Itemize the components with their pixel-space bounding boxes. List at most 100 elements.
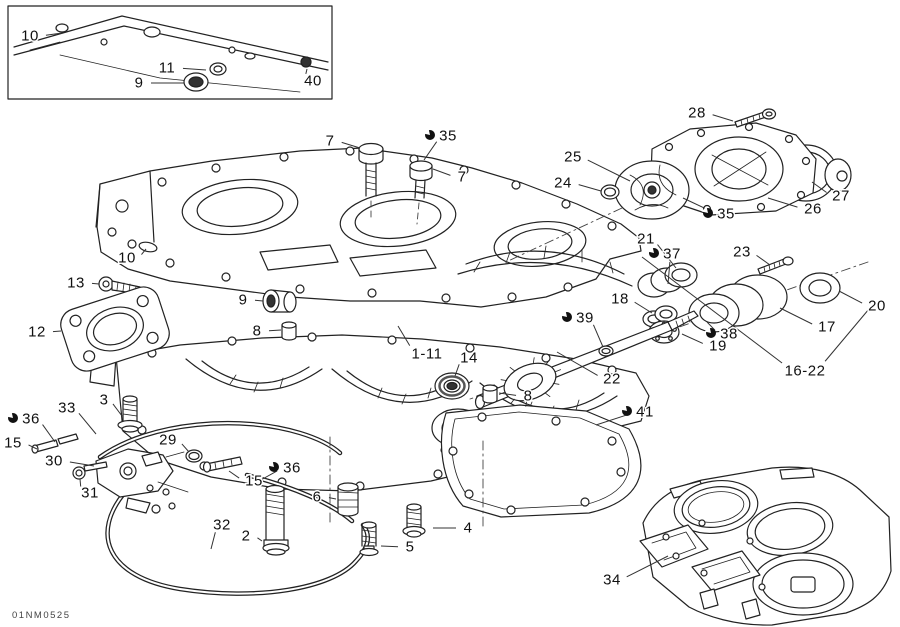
fasteners (117, 142, 484, 557)
leader-line (258, 470, 278, 482)
seal-rings-21-part (637, 262, 698, 298)
callout-28: 28 (688, 105, 706, 122)
leader-line (641, 256, 783, 364)
leader-line (78, 413, 97, 435)
leader-line (657, 244, 677, 269)
callout-7: 7 (326, 133, 335, 150)
fitting-15a-part (31, 433, 79, 454)
leader-line (556, 351, 598, 376)
leader-line (141, 248, 147, 255)
pump-shaft-assembly (434, 207, 869, 410)
bearing-20-part (799, 272, 841, 304)
water-pump-assembly (600, 108, 852, 220)
callout-21: 21 (637, 231, 655, 248)
callout-15: 15 (245, 473, 263, 490)
callout-23: 23 (733, 244, 751, 261)
callout-27: 27 (832, 188, 850, 205)
leader-line (42, 424, 56, 443)
note-bullet-notch (6, 411, 13, 418)
callout-33: 33 (58, 400, 76, 417)
callout-19: 19 (709, 338, 727, 355)
callout-12: 12 (28, 324, 46, 341)
leader-line (228, 470, 240, 479)
leader-line (454, 364, 460, 377)
bolt-7b-part (409, 160, 433, 225)
inset-screw-part (300, 56, 312, 68)
screw-23-part (757, 256, 794, 275)
leader-line (578, 184, 602, 192)
callout-35-note: 35 (439, 128, 457, 145)
impeller-part (614, 160, 690, 220)
callout-9: 9 (135, 75, 144, 92)
callout-18: 18 (611, 291, 629, 308)
inset-detail-box (7, 5, 333, 100)
callout-16-22: 16-22 (785, 363, 826, 380)
sleeve-6-part (337, 482, 359, 517)
bolt-7a-part (358, 142, 384, 221)
callout-1-11: 1-11 (412, 346, 443, 363)
engine-bottom-view (639, 466, 892, 626)
banjo-bolt-31-part (72, 461, 108, 480)
leader-line (587, 159, 631, 182)
note-bullet-notch (620, 404, 627, 411)
callout-24: 24 (554, 175, 572, 192)
bearing-14-part (434, 372, 470, 400)
callout-14: 14 (460, 350, 478, 367)
callout-35-note: 35 (717, 206, 735, 223)
crankcase-gasket (440, 404, 642, 518)
callout-36-note: 36 (283, 460, 301, 477)
bolt-5-part (359, 521, 379, 557)
callout-40: 40 (304, 73, 322, 90)
callout-6: 6 (313, 489, 322, 506)
callout-9: 9 (239, 292, 248, 309)
callout-8: 8 (524, 388, 533, 405)
oring-29-part (185, 449, 203, 463)
callout-31: 31 (81, 485, 99, 502)
callout-32: 32 (213, 517, 231, 534)
callout-4: 4 (464, 520, 473, 537)
pump-oring-part (600, 184, 620, 200)
bolt-3-part (117, 395, 143, 433)
callout-2: 2 (242, 528, 251, 545)
plate-12-part (60, 286, 170, 372)
leader-line (112, 403, 123, 417)
leader-line (824, 308, 870, 362)
callout-39-note: 39 (576, 310, 594, 327)
callout-36-note: 36 (22, 411, 40, 428)
leader-line (712, 114, 734, 122)
leader-line (52, 330, 62, 333)
leader-line (268, 329, 282, 332)
left-small-parts (60, 276, 498, 404)
leader-line (423, 141, 438, 161)
callout-13: 13 (67, 275, 85, 292)
leader-line (28, 444, 38, 450)
shaft-22-part (474, 310, 699, 410)
callout-26: 26 (804, 201, 822, 218)
leader-line (305, 68, 308, 74)
screw-13-part (98, 276, 141, 295)
bushing-9-part (262, 289, 297, 313)
leader-line (811, 181, 827, 193)
callout-17: 17 (818, 319, 836, 336)
leader-line (69, 461, 95, 467)
callout-34: 34 (603, 572, 621, 589)
callout-22: 22 (603, 371, 621, 388)
leader-line (91, 282, 100, 285)
inset-bushing-part (183, 72, 209, 92)
oil-pump-body-part (95, 448, 189, 514)
callout-25: 25 (564, 149, 582, 166)
bolt-4-part (402, 503, 426, 538)
leader-line (838, 290, 863, 304)
note-bullet-notch (423, 128, 430, 135)
callout-8: 8 (253, 323, 262, 340)
callout-10: 10 (118, 250, 136, 267)
leader-line (667, 261, 671, 285)
inset-seal-part (209, 62, 227, 76)
upper-crankcase-half (95, 146, 642, 308)
leader-line (45, 32, 63, 36)
leader-line (626, 555, 669, 578)
leader-line (595, 413, 630, 426)
